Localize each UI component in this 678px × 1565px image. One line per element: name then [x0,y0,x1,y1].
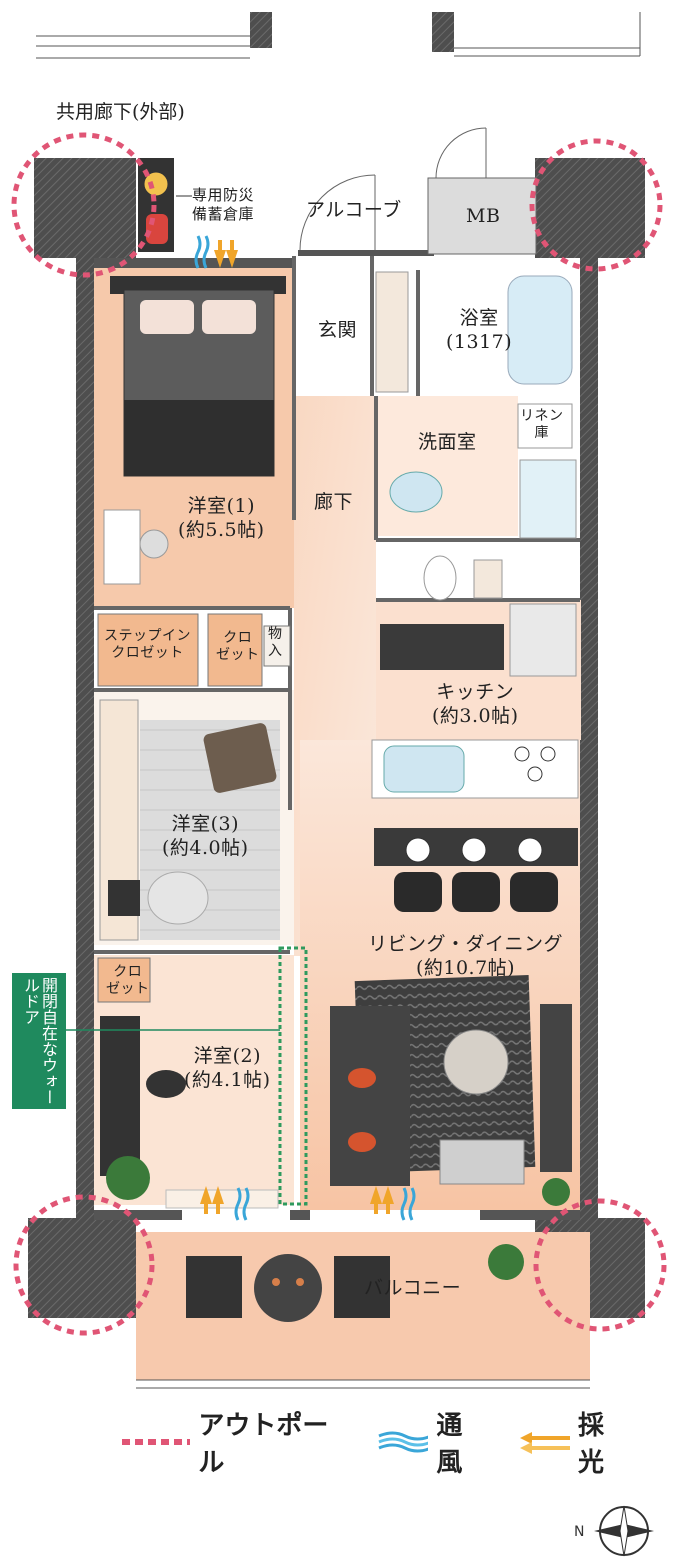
storage-label: 専用防災 備蓄倉庫 [192,186,255,223]
stove-icon [514,746,556,782]
sofa-icon [330,1006,410,1186]
structural-walls [28,158,645,1318]
room3-furniture [99,699,277,941]
light-arrow-icon [520,1432,570,1454]
linen-label: リネン 庫 [520,408,564,441]
mb-label: MB [466,205,501,227]
outpole-markers [11,132,667,1336]
entry-doors [299,127,487,251]
wind-icon [378,1431,429,1453]
bed-icon [103,276,286,585]
kitchen-furniture [371,603,579,912]
hallway-label: 廊下 [314,491,354,513]
bath-furniture [375,271,577,601]
room1-label: 洋室(1) (約5.5帖) [178,495,265,541]
wall-door-hint: 開閉自在なウォールドア [12,973,66,1109]
corridor-label: 共用廊下(外部) [56,101,185,123]
bath-label: 浴室 (1317) [446,307,513,353]
table-icon [443,1029,509,1095]
balcony-label: バルコニー [364,1277,462,1299]
living-dining-label: リビング・ダイニング (約10.7帖) [368,933,564,979]
svg-text:N: N [574,1524,584,1540]
legend: アウトポール 通風 採光 [120,1411,660,1478]
compass-icon: N [574,1505,654,1557]
closet-b-label: クロ ゼット [106,964,150,997]
closet-a-label: クロ ゼット [216,630,260,663]
room2-label: 洋室(2) (約4.1帖) [184,1045,271,1091]
upper-outline [36,12,641,59]
storage-mono-label: 物 入 [268,626,283,659]
living-furniture [330,975,572,1206]
bathtub-icon [507,275,573,385]
kitchen-label: キッチン (約3.0帖) [432,681,519,727]
outpole-dash-icon [122,1439,191,1445]
closets [97,613,291,1003]
sink-icon [389,471,443,513]
alcove-label: アルコーブ [306,199,402,221]
entrance-label: 玄関 [318,319,358,341]
room3-label: 洋室(3) (約4.0帖) [162,813,249,859]
legend-daylight: 採光 [518,1405,626,1479]
vent-light-indicators [194,235,416,1221]
legend-ventilation: 通風 [377,1405,485,1479]
stepin-closet-label: ステップイン クロゼット [104,628,191,661]
washroom-label: 洗面室 [418,431,477,453]
balcony-furniture [186,1244,524,1322]
wall-door-outline [278,946,308,1206]
toilet-icon [423,555,457,601]
legend-outpole: アウトポール [120,1405,343,1479]
fire-extinguisher-icon [146,214,168,244]
